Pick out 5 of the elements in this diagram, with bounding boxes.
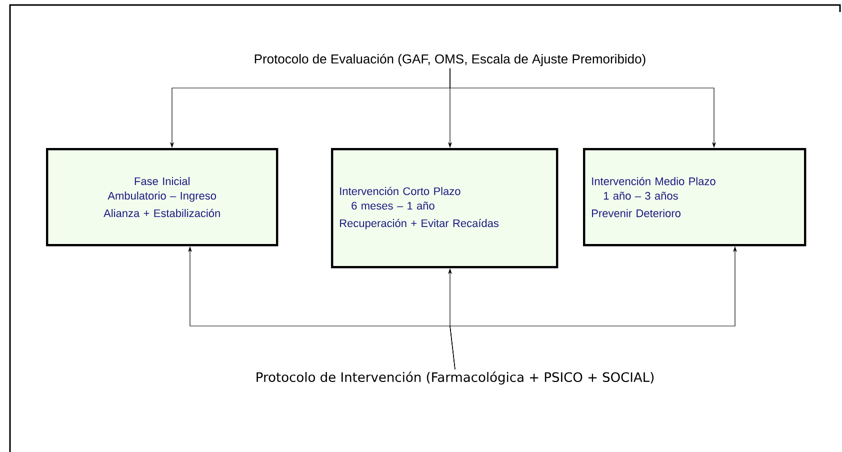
- heading-text: Protocolo de Intervención (Farmacológica + PSICO + SOCIAL): [256, 371, 654, 385]
- phase-box: Intervención Medio Plazo 1 año – 3 años Prevenir Deterioro: [583, 148, 806, 246]
- phase-box: Fase Inicial Ambulatorio – Ingreso Alianza + Estabilización: [46, 148, 278, 246]
- phase-box: Intervención Corto Plazo 6 meses – 1 año Recuperación + Evitar Recaídas: [331, 148, 558, 268]
- heading-text: Protocolo de Evaluación (GAF, OMS, Escala de Ajuste Premoribido): [254, 54, 646, 66]
